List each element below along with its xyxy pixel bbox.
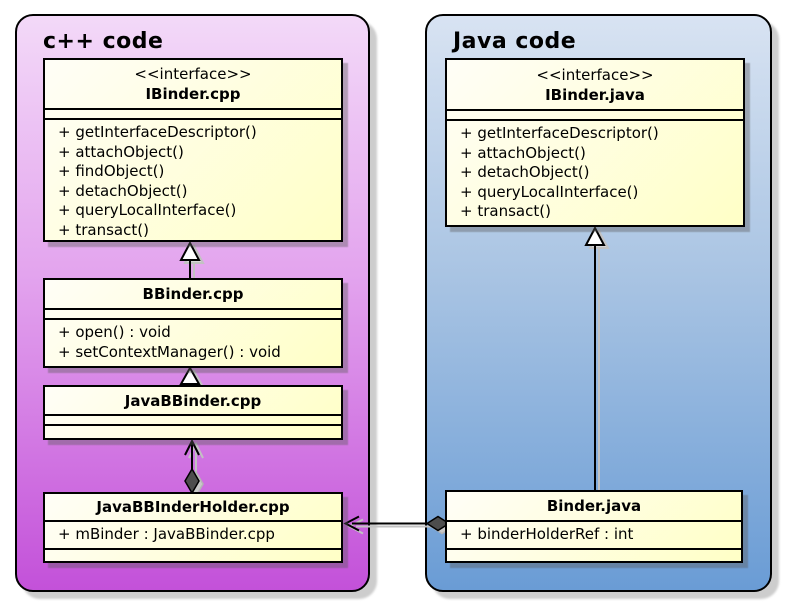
class-name: IBinder.java (545, 85, 645, 104)
member-row: + getInterfaceDescriptor() (460, 124, 659, 142)
class-name: Binder.java (546, 497, 642, 515)
methods-compartment: + open() : void+ setContextManager() : v… (45, 318, 341, 366)
member-row: + transact() (58, 220, 149, 239)
class-bbinder-cpp: BBinder.cpp + open() : void+ setContextM… (43, 278, 343, 368)
class-binder-java: Binder.java + binderHolderRef : int (445, 490, 743, 563)
member-row: + binderHolderRef : int (460, 525, 634, 543)
member-row: + queryLocalInterface() (58, 201, 237, 219)
attributes-compartment: + mBinder : JavaBBinder.cpp (45, 520, 341, 548)
methods-compartment: + getInterfaceDescriptor()+ attachObject… (45, 118, 341, 240)
attributes-compartment-empty (447, 109, 743, 119)
attributes-compartment: + binderHolderRef : int (447, 520, 741, 548)
class-header: BBinder.cpp (45, 280, 341, 308)
class-javabbinderholder-cpp: JavaBBInderHolder.cpp + mBinder : JavaBB… (43, 492, 343, 563)
stereotype-label: <<interface>> (134, 65, 252, 83)
class-header: Binder.java (447, 492, 741, 520)
member-row: + open() : void (58, 323, 171, 341)
class-ibinder-cpp: <<interface>> IBinder.cpp + getInterface… (43, 58, 343, 242)
class-header: JavaBBInderHolder.cpp (45, 494, 341, 520)
class-header: <<interface>> IBinder.cpp (45, 60, 341, 108)
attributes-compartment-empty (45, 308, 341, 318)
methods-compartment-empty (45, 424, 341, 438)
attributes-compartment-empty (45, 108, 341, 118)
member-row: + findObject() (58, 162, 165, 180)
member-row: + transact() (460, 202, 551, 220)
member-row: + attachObject() (460, 143, 586, 162)
class-ibinder-java: <<interface>> IBinder.java + getInterfac… (445, 58, 745, 227)
member-row: + setContextManager() : void (58, 342, 281, 361)
class-name: JavaBBInderHolder.cpp (96, 498, 290, 516)
member-row: + attachObject() (58, 142, 184, 161)
methods-compartment-empty (45, 547, 341, 562)
member-row: + getInterfaceDescriptor() (58, 123, 257, 141)
package-java-title: Java code (453, 29, 577, 54)
package-cpp-title: c++ code (43, 29, 164, 54)
class-name: JavaBBinder.cpp (124, 391, 262, 410)
member-row: + detachObject() (460, 163, 590, 181)
class-header: <<interface>> IBinder.java (447, 60, 743, 109)
class-name: IBinder.cpp (145, 85, 241, 103)
attributes-compartment-empty (45, 414, 341, 424)
member-row: + queryLocalInterface() (460, 182, 639, 201)
class-javabbinder-cpp: JavaBBinder.cpp (43, 385, 343, 440)
member-row: + mBinder : JavaBBinder.cpp (58, 525, 275, 543)
methods-compartment: + getInterfaceDescriptor()+ attachObject… (447, 119, 743, 225)
class-name: BBinder.cpp (142, 285, 244, 303)
methods-compartment-empty (447, 547, 741, 562)
stereotype-label: <<interface>> (536, 65, 654, 84)
member-row: + detachObject() (58, 181, 188, 200)
class-header: JavaBBinder.cpp (45, 387, 341, 414)
